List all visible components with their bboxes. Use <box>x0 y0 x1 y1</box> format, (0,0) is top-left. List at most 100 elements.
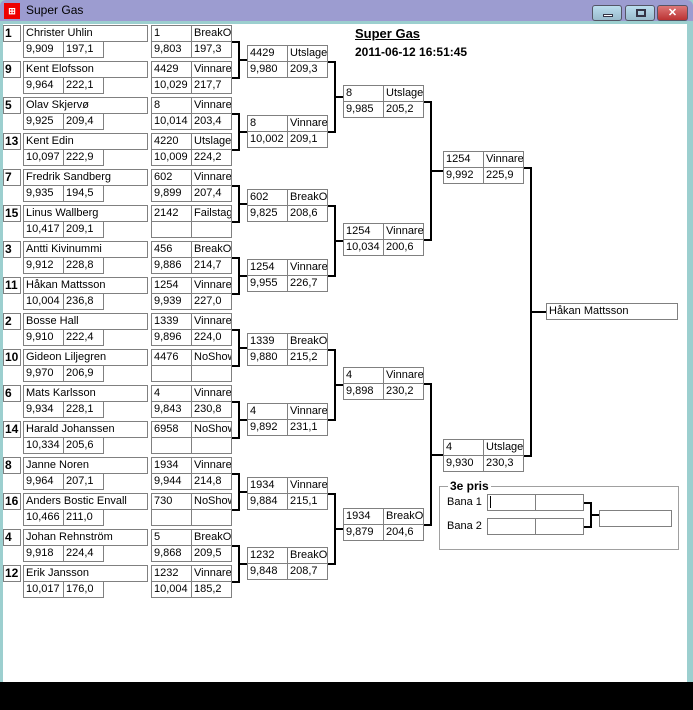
winner-name: Håkan Mattsson <box>546 303 678 320</box>
round2-heat-speed: 209,3 <box>287 61 328 78</box>
round2-heat-speed: 215,1 <box>287 493 328 510</box>
lane1-input-a[interactable] <box>487 494 536 511</box>
round1-result-status: Vinnare <box>191 385 232 402</box>
racer-name[interactable]: Fredrik Sandberg <box>23 169 148 186</box>
racer-speed: 222,9 <box>63 149 104 166</box>
bracket-line <box>430 170 443 172</box>
round1-result-status: BreakOut <box>191 241 232 258</box>
racer-speed: 209,4 <box>63 113 104 130</box>
round2-heat-reaction-time: 9,825 <box>247 205 288 222</box>
racer-name[interactable]: Bosse Hall <box>23 313 148 330</box>
racer-name[interactable]: Kent Elofsson <box>23 61 148 78</box>
round2-heat-status: Vinnare <box>287 259 328 276</box>
lane2-input-b[interactable] <box>535 518 584 535</box>
maximize-button[interactable] <box>625 5 655 21</box>
event-title: Super Gas <box>355 26 421 41</box>
racer-name[interactable]: Olav Skjervø <box>23 97 148 114</box>
seed-number: 1 <box>3 25 21 42</box>
round3-heat-status: Vinnare <box>383 223 424 240</box>
racer-speed: 209,1 <box>63 221 104 238</box>
round1-result-speed <box>191 365 232 382</box>
bracket-line <box>328 131 336 133</box>
lane1-input-b[interactable] <box>535 494 584 511</box>
round1-result-speed: 207,4 <box>191 185 232 202</box>
round2-heat-status: Vinnare <box>287 115 328 132</box>
bracket-line <box>232 581 240 583</box>
bracket-line <box>424 239 432 241</box>
racer-reaction-time: 9,970 <box>23 365 64 382</box>
round3-heat-reaction-time: 9,898 <box>343 383 384 400</box>
bracket-line <box>232 437 240 439</box>
bracket-line <box>232 221 240 223</box>
round1-result-reaction-time: 9,939 <box>151 293 192 310</box>
round2-heat-status: Utslagen <box>287 45 328 62</box>
racer-name[interactable]: Erik Jansson <box>23 565 148 582</box>
bracket-line <box>238 275 247 277</box>
racer-reaction-time: 10,334 <box>23 437 64 454</box>
round1-result-id: 1 <box>151 25 192 42</box>
round3-heat-reaction-time: 10,034 <box>343 239 384 256</box>
racer-name[interactable]: Anders Bostic Envall <box>23 493 148 510</box>
racer-reaction-time: 9,918 <box>23 545 64 562</box>
round4-heat-speed: 225,9 <box>483 167 524 184</box>
round1-result-id: 1232 <box>151 565 192 582</box>
round1-result-speed: 203,4 <box>191 113 232 130</box>
round1-result-speed <box>191 437 232 454</box>
round1-result-status: Vinnare <box>191 97 232 114</box>
round1-result-speed: 185,2 <box>191 581 232 598</box>
minimize-button[interactable] <box>592 5 622 21</box>
round1-result-id: 4220 <box>151 133 192 150</box>
racer-reaction-time: 9,912 <box>23 257 64 274</box>
seed-number: 4 <box>3 529 21 546</box>
racer-name[interactable]: Linus Wallberg <box>23 205 148 222</box>
round2-heat-status: BreakOut <box>287 333 328 350</box>
round1-result-status: Vinnare <box>191 277 232 294</box>
round1-result-id: 1339 <box>151 313 192 330</box>
bracket-line <box>328 563 336 565</box>
round2-heat-speed: 215,2 <box>287 349 328 366</box>
racer-name[interactable]: Håkan Mattsson <box>23 277 148 294</box>
bracket-line <box>334 96 343 98</box>
round1-result-id: 456 <box>151 241 192 258</box>
close-button[interactable]: ✕ <box>657 5 688 21</box>
racer-name[interactable]: Harald Johanssen <box>23 421 148 438</box>
round1-result-id: 6958 <box>151 421 192 438</box>
bracket-line <box>232 293 240 295</box>
racer-name[interactable]: Antti Kivinummi <box>23 241 148 258</box>
round2-heat-speed: 226,7 <box>287 275 328 292</box>
racer-name[interactable]: Janne Noren <box>23 457 148 474</box>
round1-result-reaction-time: 10,014 <box>151 113 192 130</box>
round1-result-status: Vinnare <box>191 565 232 582</box>
round1-result-status: Utslagen <box>191 133 232 150</box>
round1-result-speed: 227,0 <box>191 293 232 310</box>
racer-name[interactable]: Kent Edin <box>23 133 148 150</box>
racer-speed: 211,0 <box>63 509 104 526</box>
bracket-line <box>232 509 240 511</box>
bracket-line <box>334 528 343 530</box>
lane2-input-a[interactable] <box>487 518 536 535</box>
racer-name[interactable]: Mats Karlsson <box>23 385 148 402</box>
racer-speed: 228,1 <box>63 401 104 418</box>
round1-result-speed <box>191 509 232 526</box>
racer-speed: 222,4 <box>63 329 104 346</box>
bracket-line <box>590 514 599 516</box>
racer-name[interactable]: Johan Rehnström <box>23 529 148 546</box>
round1-result-status: Vinnare <box>191 61 232 78</box>
bracket-line <box>232 41 240 43</box>
round1-result-id: 4476 <box>151 349 192 366</box>
round1-result-id: 1934 <box>151 457 192 474</box>
round2-heat-status: BreakOut <box>287 189 328 206</box>
seed-number: 15 <box>3 205 21 222</box>
round2-heat-reaction-time: 9,955 <box>247 275 288 292</box>
round1-result-reaction-time: 9,886 <box>151 257 192 274</box>
racer-name[interactable]: Christer Uhlin <box>23 25 148 42</box>
round1-result-speed: 209,5 <box>191 545 232 562</box>
bracket-line <box>530 311 546 313</box>
racer-name[interactable]: Gideon Liljegren <box>23 349 148 366</box>
round1-result-reaction-time: 9,803 <box>151 41 192 58</box>
title-bar[interactable]: ⊞ Super Gas ✕ <box>0 0 693 21</box>
round1-result-status: BreakOut <box>191 25 232 42</box>
bracket-line <box>232 113 240 115</box>
bracket-line <box>238 419 247 421</box>
racer-reaction-time: 9,964 <box>23 77 64 94</box>
